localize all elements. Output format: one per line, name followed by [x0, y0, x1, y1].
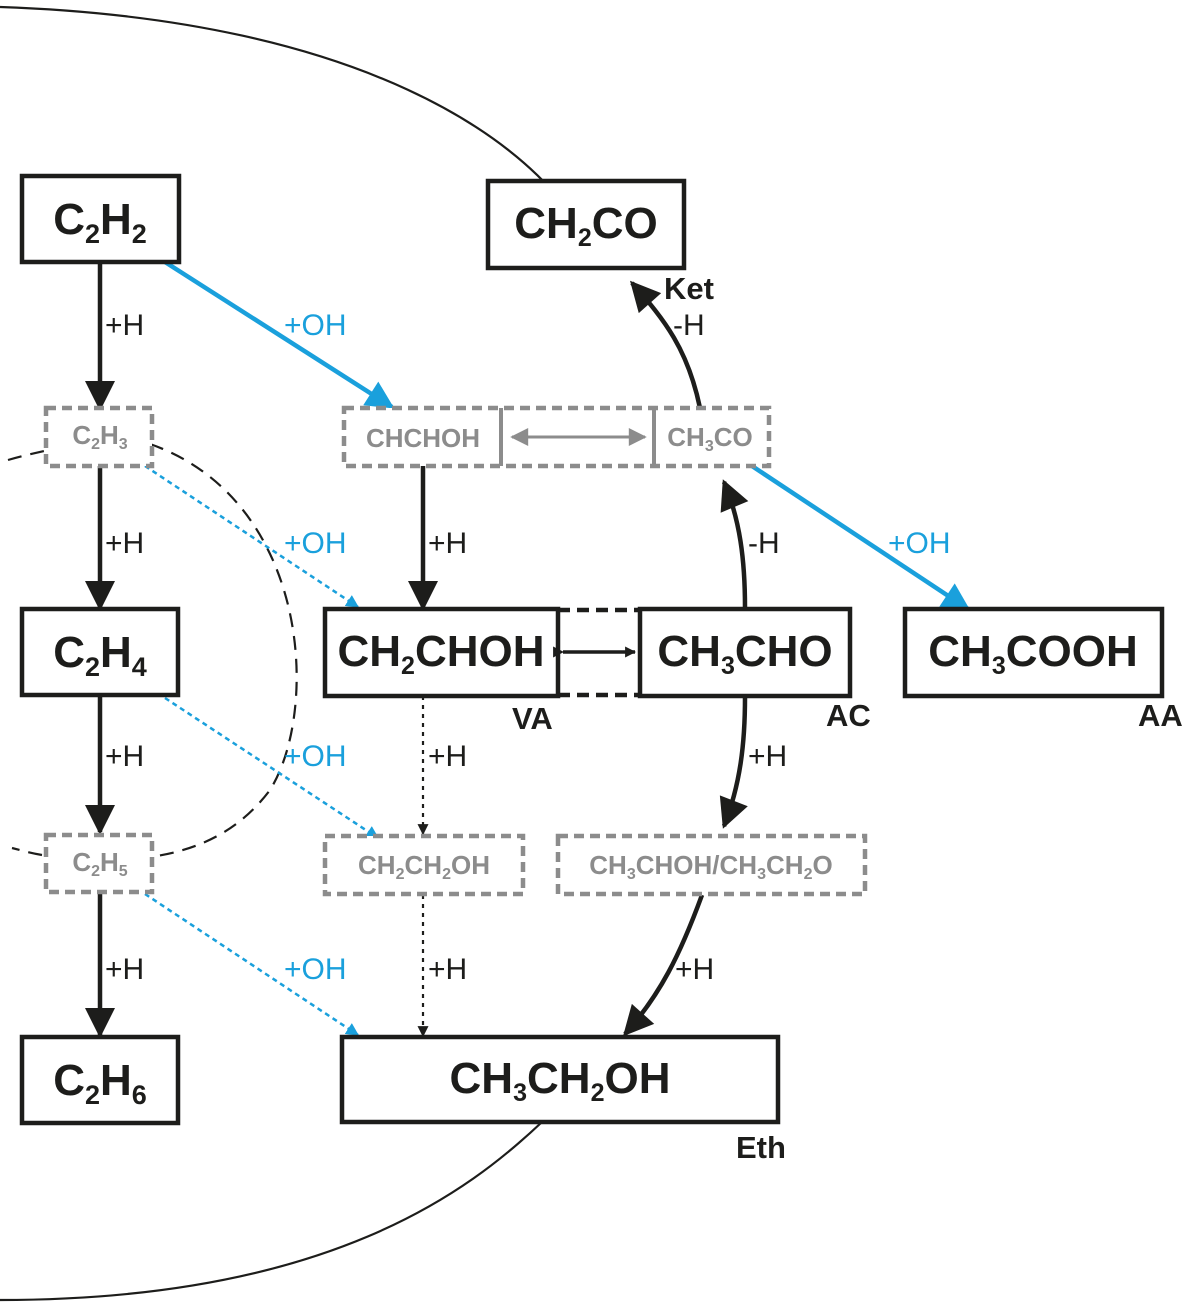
- formula-ch3choh-ch3ch2o: CH3CHOH/CH3CH2O: [589, 850, 832, 883]
- outer-boundary-arc: [0, 5, 561, 1302]
- box-ch2choh: [322, 606, 561, 699]
- formula-ch2choh: CH2CHOH: [337, 627, 544, 680]
- arrow-c2h4-ch2ch2oh: [164, 696, 380, 840]
- box-ch3ch2oh: [339, 1034, 781, 1125]
- step-h-c2h3: +H: [105, 527, 144, 560]
- box-ch3cho: [637, 606, 853, 699]
- box-c2h3: [43, 405, 155, 469]
- arrow-ch3choh-ch3ch2oh: [622, 894, 705, 1037]
- step-oh-c2h2: +OH: [284, 309, 347, 342]
- formula-c2h6: C2H6: [53, 1056, 147, 1110]
- step-minus-h-ket: -H: [673, 309, 705, 342]
- formula-chchoh: CHCHOH: [366, 423, 480, 453]
- formula-c2h5: C2H5: [72, 847, 127, 880]
- arrow-ch3co-ch2co: [630, 280, 703, 409]
- arrow-c2h3-ch2choh: [144, 464, 360, 609]
- box-c2h2: [19, 173, 182, 265]
- arrow-ch3co-ch3cooh: [750, 464, 971, 611]
- step-h-c2h5: +H: [105, 953, 144, 986]
- arrow-c2h5-ch3ch2oh: [144, 892, 360, 1037]
- box-ch3choh-ch3ch2o: [555, 833, 868, 897]
- formula-ch3cho: CH3CHO: [657, 627, 832, 680]
- tag-eth: Eth: [736, 1130, 786, 1165]
- formula-ch2ch2oh: CH2CH2OH: [358, 850, 490, 883]
- step-h-ch2ch2oh: +H: [428, 953, 467, 986]
- step-minus-h-ac: -H: [748, 527, 780, 560]
- arrow-ch3cho-ch3co: [720, 479, 749, 609]
- formula-ch3cooh: CH3COOH: [928, 627, 1137, 680]
- step-h-ch2choh: +H: [428, 740, 467, 773]
- tag-aa: AA: [1138, 698, 1183, 733]
- step-h-ac: +H: [748, 740, 787, 773]
- tag-va: VA: [512, 701, 553, 736]
- step-h-eth: +H: [675, 953, 714, 986]
- step-oh-c2h4: +OH: [284, 740, 347, 773]
- formula-c2h4: C2H4: [53, 628, 147, 682]
- arrow-c2h2-chchoh: [163, 260, 395, 409]
- step-oh-c2h3: +OH: [284, 527, 347, 560]
- box-c2h5: [43, 832, 155, 895]
- step-oh-ch3co: +OH: [888, 527, 951, 560]
- formula-ch3co: CH3CO: [667, 422, 752, 455]
- box-ch3cooh: [902, 606, 1165, 699]
- arrow-ch3cho-ch3choh: [719, 696, 748, 829]
- box-ch2ch2oh: [322, 833, 526, 897]
- step-h-c2h4: +H: [105, 740, 144, 773]
- tag-ket: Ket: [664, 271, 714, 306]
- step-h-c2h2: +H: [105, 309, 144, 342]
- formula-ch3ch2oh: CH3CH2OH: [450, 1054, 671, 1107]
- formula-c2h3: C2H3: [72, 420, 127, 453]
- box-ch2co: [485, 178, 687, 271]
- box-c2h4: [19, 606, 181, 698]
- step-oh-c2h5: +OH: [284, 953, 347, 986]
- formula-ch2co: CH2CO: [514, 199, 657, 252]
- formula-c2h2: C2H2: [53, 195, 147, 249]
- box-c2h6: [19, 1034, 181, 1126]
- tag-ac: AC: [826, 698, 871, 733]
- step-h-chchoh: +H: [428, 527, 467, 560]
